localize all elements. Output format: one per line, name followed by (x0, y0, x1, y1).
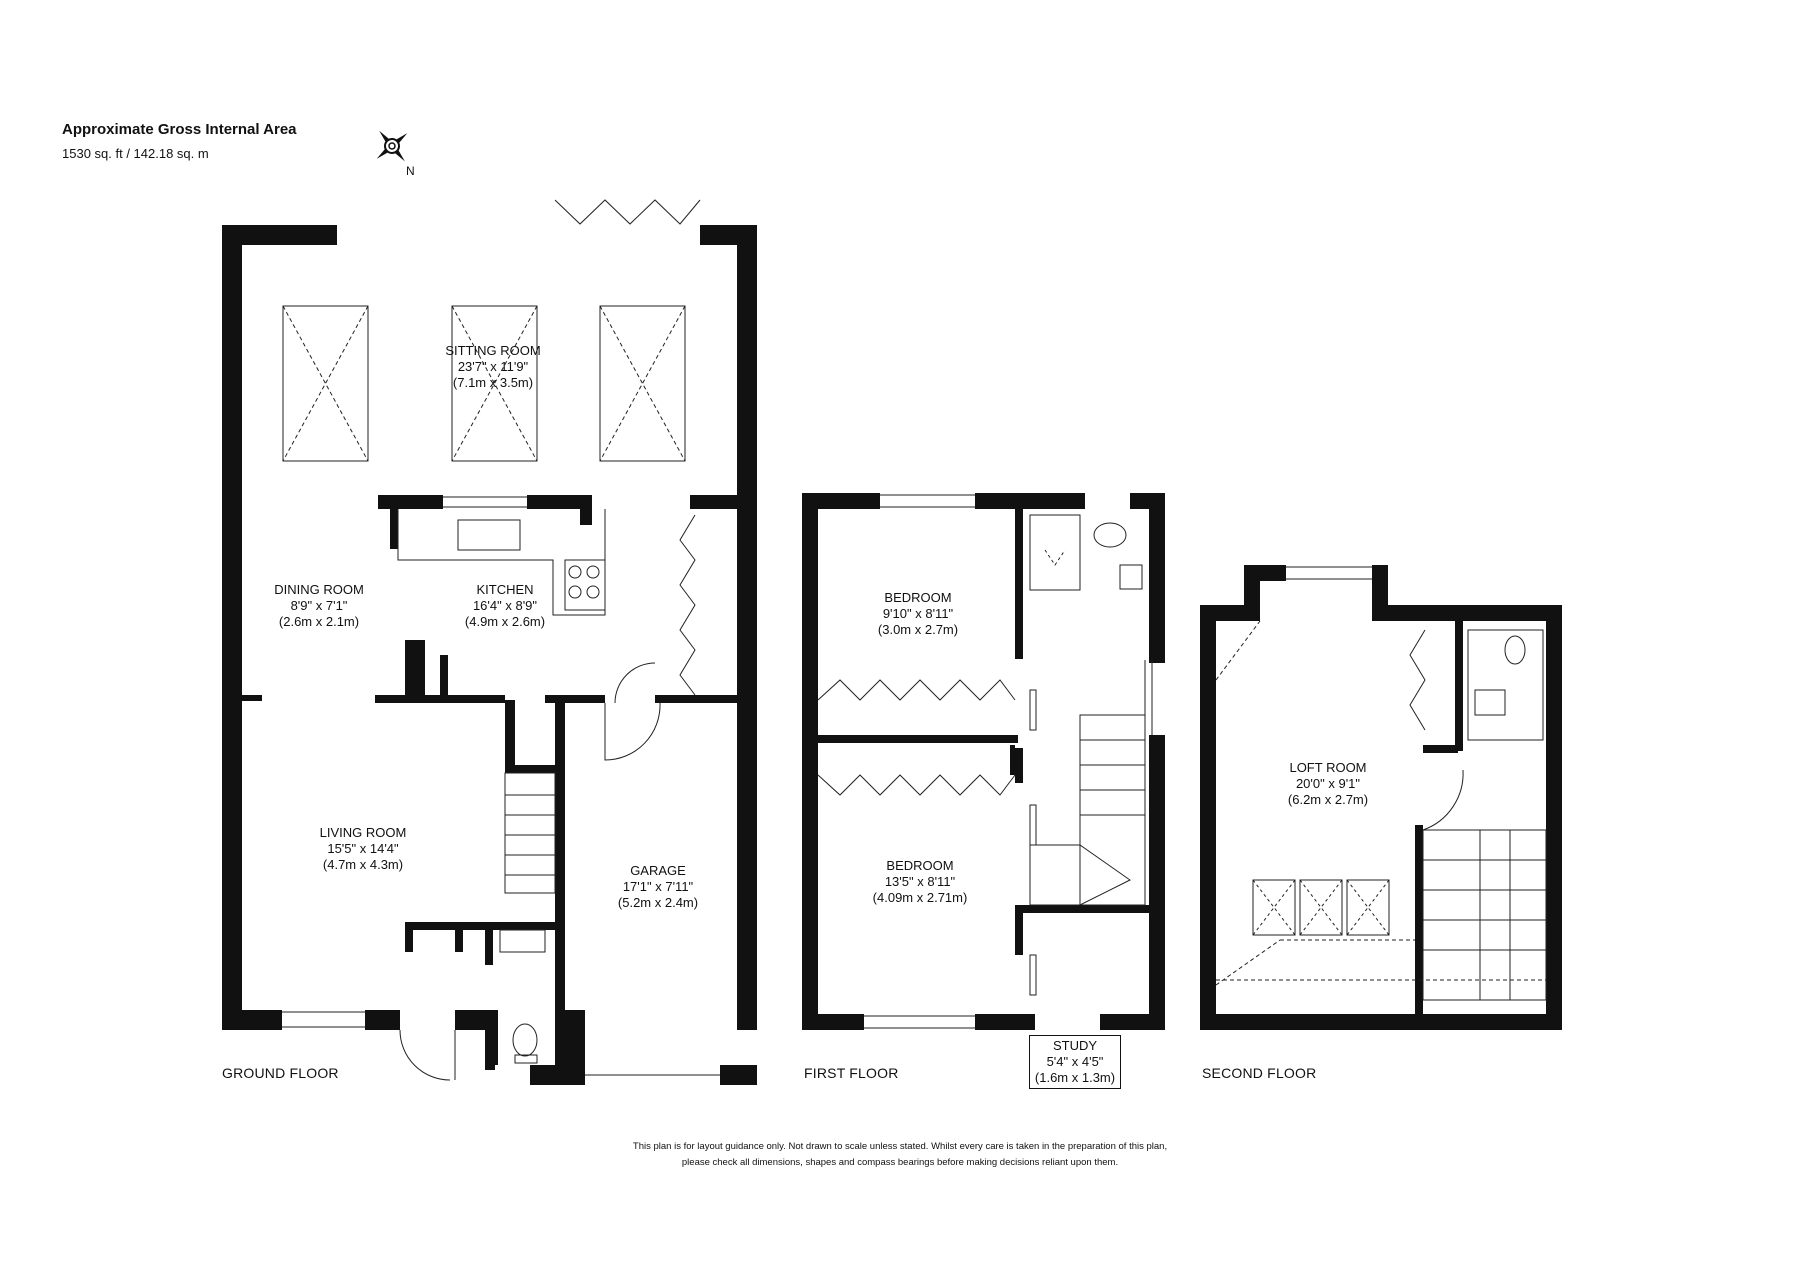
room-study-imperial: 5'4" x 4'5" (1046, 1054, 1104, 1069)
room-dining-imperial: 8'9" x 7'1" (290, 598, 348, 613)
room-living-metric: (4.7m x 4.3m) (322, 857, 404, 872)
second-floor-fixtures (1215, 566, 1547, 1001)
floor-label-ground: GROUND FLOOR (222, 1065, 339, 1081)
room-kitchen-name: KITCHEN (476, 582, 534, 597)
room-garage-metric: (5.2m x 2.4m) (617, 895, 699, 910)
north-label: N (406, 164, 415, 178)
room-bedroom-2: BEDROOM 13'5" x 8'11" (4.09m x 2.71m) (873, 858, 968, 906)
room-sitting-imperial: 23'7" x 11'9" (457, 359, 529, 374)
ground-floor-fixtures (282, 199, 720, 1081)
room-bedroom-1-metric: (3.0m x 2.7m) (877, 622, 959, 637)
area-title: Approximate Gross Internal Area (62, 121, 297, 138)
room-garage-name: GARAGE (630, 863, 686, 878)
room-bedroom-2-name: BEDROOM (886, 858, 954, 873)
room-garage: GARAGE 17'1" x 7'11" (5.2m x 2.4m) (618, 863, 698, 911)
room-living-imperial: 15'5" x 14'4" (327, 841, 399, 856)
room-loft: LOFT ROOM 20'0" x 9'1" (6.2m x 2.7m) (1288, 760, 1368, 808)
compass: N (370, 120, 420, 180)
room-kitchen-metric: (4.9m x 2.6m) (464, 614, 546, 629)
first-floor-fixtures (817, 494, 1153, 1029)
room-sitting-name: SITTING ROOM (445, 343, 541, 358)
room-living: LIVING ROOM 15'5" x 14'4" (4.7m x 4.3m) (320, 825, 407, 873)
room-kitchen-imperial: 16'4" x 8'9" (472, 598, 538, 613)
room-sitting: SITTING ROOM 23'7" x 11'9" (7.1m x 3.5m) (445, 343, 540, 391)
area-value: 1530 sq. ft / 142.18 sq. m (62, 146, 209, 161)
floor-label-first: FIRST FLOOR (804, 1065, 899, 1081)
room-study-metric: (1.6m x 1.3m) (1034, 1070, 1116, 1085)
room-living-name: LIVING ROOM (319, 825, 407, 840)
first-floor-walls (802, 493, 1165, 1030)
room-sitting-metric: (7.1m x 3.5m) (452, 375, 534, 390)
room-dining-name: DINING ROOM (274, 582, 364, 597)
room-loft-name: LOFT ROOM (1289, 760, 1367, 775)
disclaimer-line-1: This plan is for layout guidance only. N… (632, 1141, 1168, 1152)
room-study: STUDY 5'4" x 4'5" (1.6m x 1.3m) (1029, 1035, 1121, 1089)
room-study-name: STUDY (1052, 1038, 1098, 1053)
floor-label-second: SECOND FLOOR (1202, 1065, 1317, 1081)
room-dining-metric: (2.6m x 2.1m) (278, 614, 360, 629)
disclaimer-line-2: please check all dimensions, shapes and … (681, 1157, 1119, 1168)
room-bedroom-1-imperial: 9'10" x 8'11" (882, 606, 954, 621)
room-bedroom-2-metric: (4.09m x 2.71m) (872, 890, 968, 905)
room-dining: DINING ROOM 8'9" x 7'1" (2.6m x 2.1m) (274, 582, 364, 630)
room-bedroom-2-imperial: 13'5" x 8'11" (884, 874, 956, 889)
room-loft-metric: (6.2m x 2.7m) (1287, 792, 1369, 807)
compass-rose-icon (376, 130, 408, 162)
room-bedroom-1-name: BEDROOM (884, 590, 952, 605)
room-kitchen: KITCHEN 16'4" x 8'9" (4.9m x 2.6m) (465, 582, 545, 630)
disclaimer: This plan is for layout guidance only. N… (0, 1139, 1800, 1171)
second-floor-walls (1200, 565, 1562, 1030)
room-loft-imperial: 20'0" x 9'1" (1295, 776, 1361, 791)
ground-floor-walls (222, 225, 757, 1085)
room-bedroom-1: BEDROOM 9'10" x 8'11" (3.0m x 2.7m) (878, 590, 958, 638)
room-garage-imperial: 17'1" x 7'11" (622, 879, 694, 894)
